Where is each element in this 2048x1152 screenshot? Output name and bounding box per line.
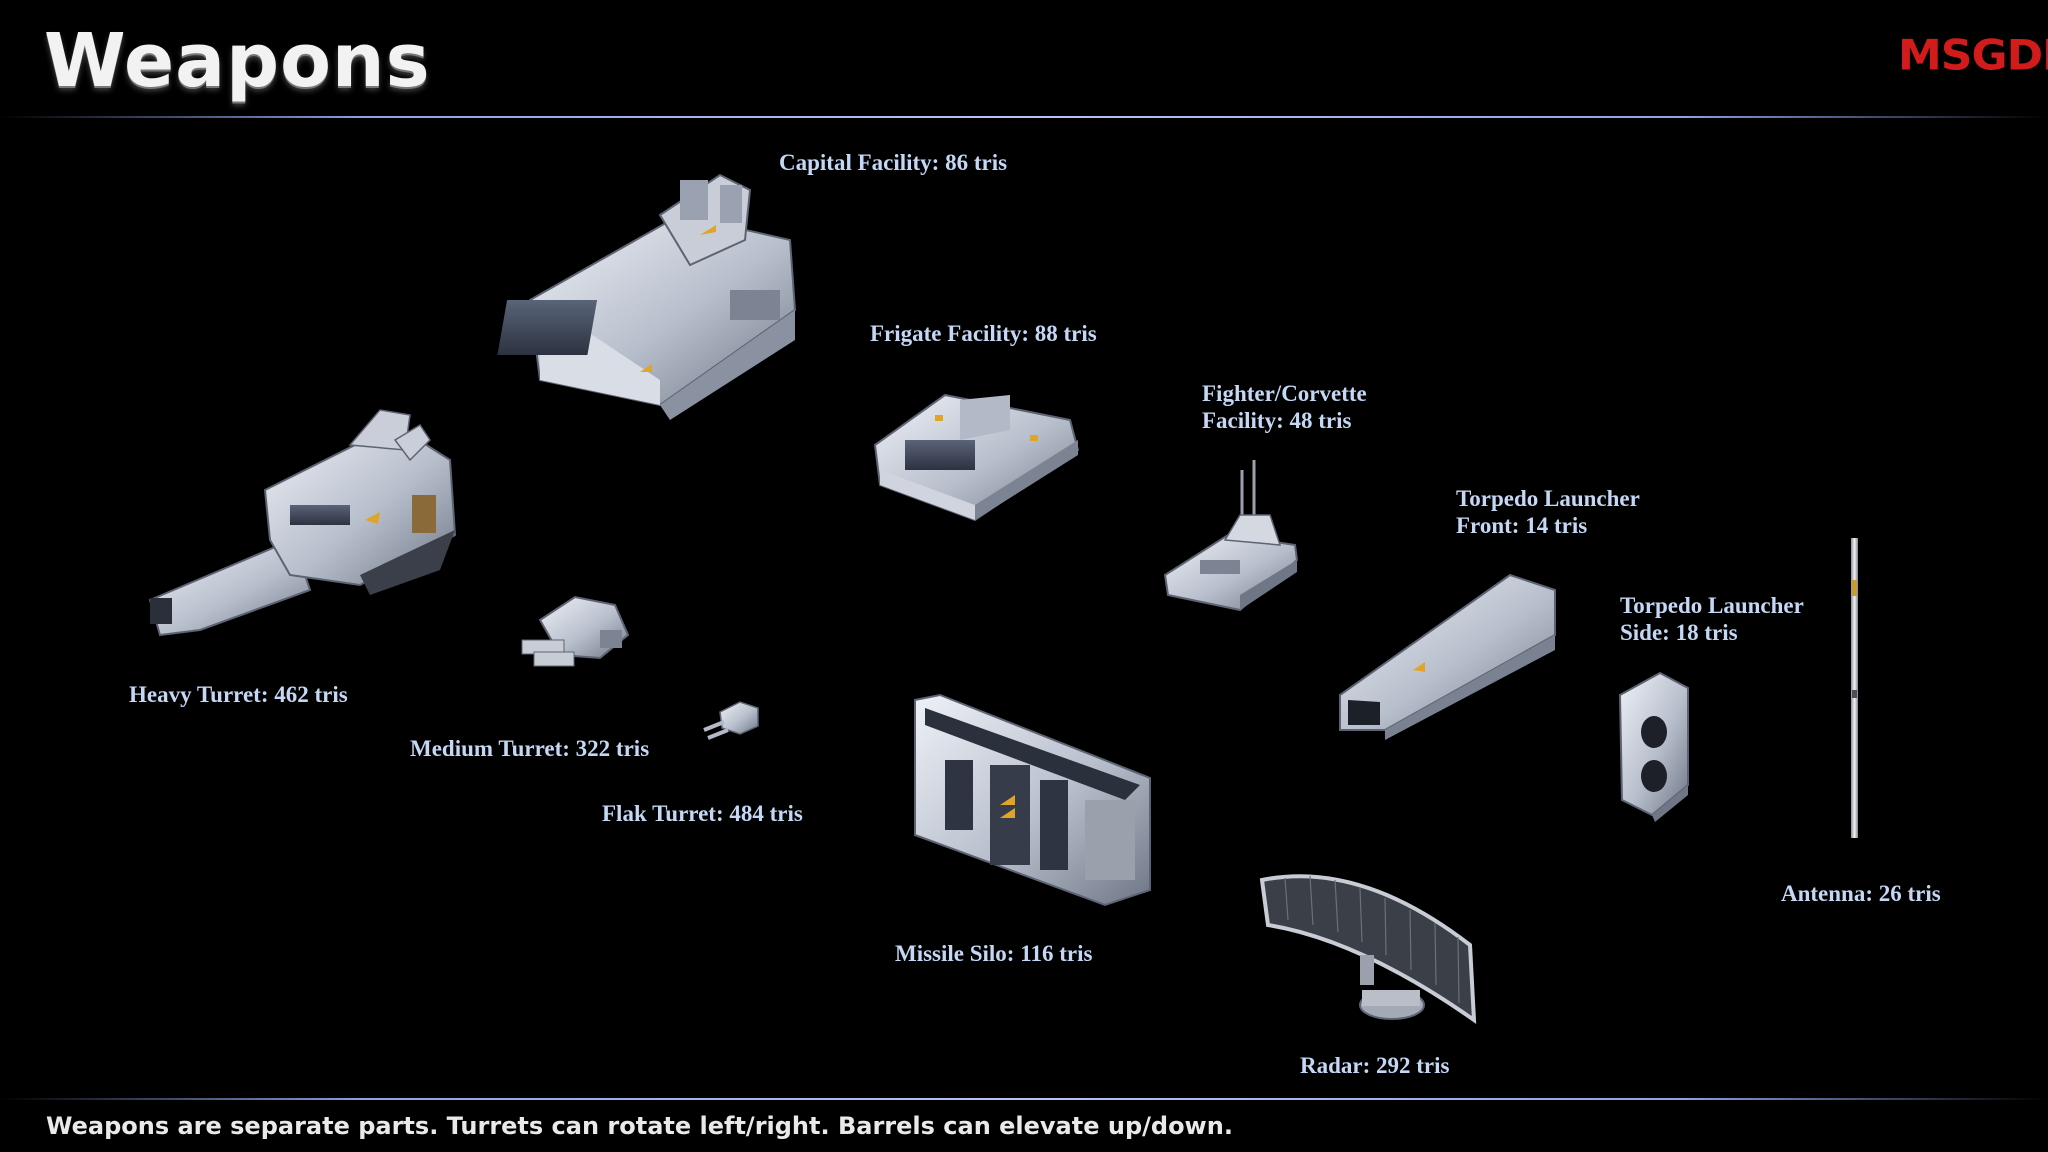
antenna-label-text: Antenna: 26 tris (1781, 881, 1941, 906)
footer-divider (0, 1098, 2048, 1100)
heavy-turret-label-text: Heavy Turret: 462 tris (129, 682, 348, 707)
flak-turret-model (703, 701, 759, 740)
frigate-facility-label-text: Frigate Facility: 88 tris (870, 321, 1097, 346)
fighter-corvette-facility-label: Fighter/Corvette Facility: 48 tris (1202, 380, 1367, 434)
fighter-corvette-label-line-2: Facility: 48 tris (1202, 408, 1352, 433)
medium-turret-label-text: Medium Turret: 322 tris (410, 736, 650, 761)
fighter-corvette-facility-model (1163, 460, 1299, 612)
torpedo-front-label-line-2: Front: 14 tris (1456, 513, 1588, 538)
capital-facility-model (497, 173, 797, 420)
radar-model (1259, 874, 1477, 1024)
antenna-label: Antenna: 26 tris (1781, 880, 1941, 907)
fighter-corvette-label-line-1: Fighter/Corvette (1202, 381, 1367, 406)
missile-silo-label-text: Missile Silo: 116 tris (895, 941, 1093, 966)
torpedo-launcher-side-model (1618, 671, 1689, 822)
torpedo-launcher-side-label: Torpedo Launcher Side: 18 tris (1620, 592, 1804, 646)
missile-silo-label: Missile Silo: 116 tris (895, 940, 1092, 967)
header-divider (0, 116, 2048, 118)
flak-turret-label: Flak Turret: 484 tris (602, 800, 803, 827)
medium-turret-model (521, 595, 630, 667)
frigate-facility-label: Frigate Facility: 88 tris (870, 320, 1097, 347)
capital-facility-label: Capital Facility: 86 tris (779, 149, 1007, 176)
torpedo-front-label-line-1: Torpedo Launcher (1456, 486, 1640, 511)
radar-label: Radar: 292 tris (1300, 1052, 1449, 1079)
heavy-turret-model (148, 409, 457, 637)
footer-note: Weapons are separate parts. Turrets can … (46, 1112, 1233, 1140)
heavy-turret-label: Heavy Turret: 462 tris (129, 681, 348, 708)
torpedo-side-label-line-1: Torpedo Launcher (1620, 593, 1804, 618)
antenna-model (1851, 538, 1858, 838)
page-title: Weapons (44, 18, 431, 104)
medium-turret-label: Medium Turret: 322 tris (410, 735, 649, 762)
torpedo-launcher-front-label: Torpedo Launcher Front: 14 tris (1456, 485, 1640, 539)
capital-facility-label-text: Capital Facility: 86 tris (779, 150, 1008, 175)
torpedo-side-label-line-2: Side: 18 tris (1620, 620, 1738, 645)
torpedo-launcher-front-model (1339, 573, 1556, 740)
radar-label-text: Radar: 292 tris (1300, 1053, 1450, 1078)
missile-silo-model (914, 693, 1151, 907)
flak-turret-label-text: Flak Turret: 484 tris (602, 801, 803, 826)
msgdi-logo: MSGDI (1898, 31, 2048, 80)
frigate-facility-model (873, 393, 1080, 522)
